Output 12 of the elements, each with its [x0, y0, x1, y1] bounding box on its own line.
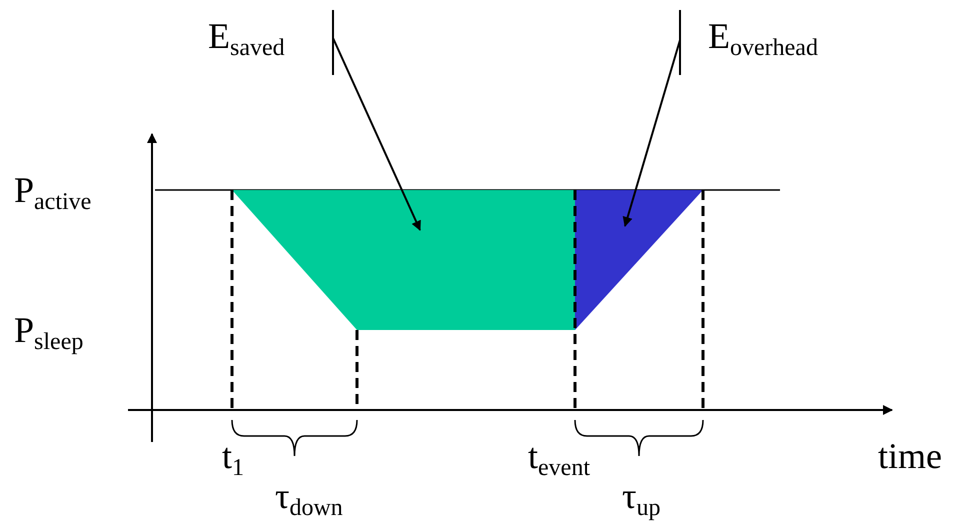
axis-label: P$_{sleep}$	[14, 312, 84, 354]
time-marker-label: t$_{1}$	[222, 438, 244, 480]
energy-label: E$_{overhead}$	[708, 18, 818, 60]
leader-line	[622, 9, 681, 227]
time-marker-label: t$_{event}$	[528, 438, 590, 480]
axis-label: P$_{active}$	[14, 172, 92, 214]
energy-saved-area	[232, 190, 575, 330]
duration-label: τ$_{up}$	[622, 478, 660, 520]
leader-line	[332, 9, 421, 231]
duration-label: τ$_{down}$	[275, 478, 343, 520]
axis-label: time	[878, 438, 942, 474]
energy-label: E$_{saved}$	[208, 18, 285, 60]
